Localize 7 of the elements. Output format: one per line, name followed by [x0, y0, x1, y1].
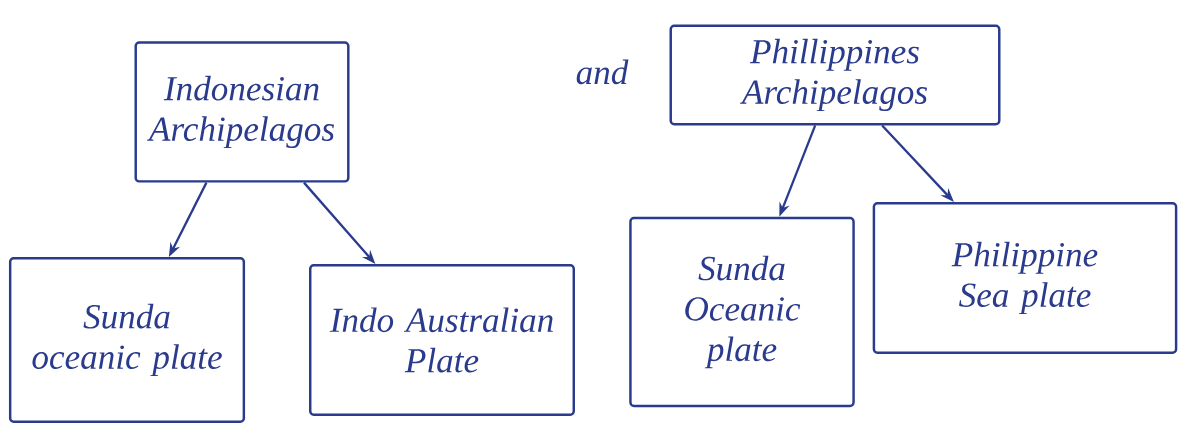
text-box: Indo Australian Plate [309, 264, 575, 416]
text-box: Phillippines Archipelagos [669, 24, 1001, 126]
handwritten-word: and [576, 59, 629, 85]
text-box: Sunda oceanic plate [8, 257, 246, 423]
text-box: Philippine Sea plate [872, 202, 1178, 354]
text-box: Indonesian Archipelagos [134, 41, 350, 183]
text-box: Sunda Oceanic plate [629, 216, 855, 408]
